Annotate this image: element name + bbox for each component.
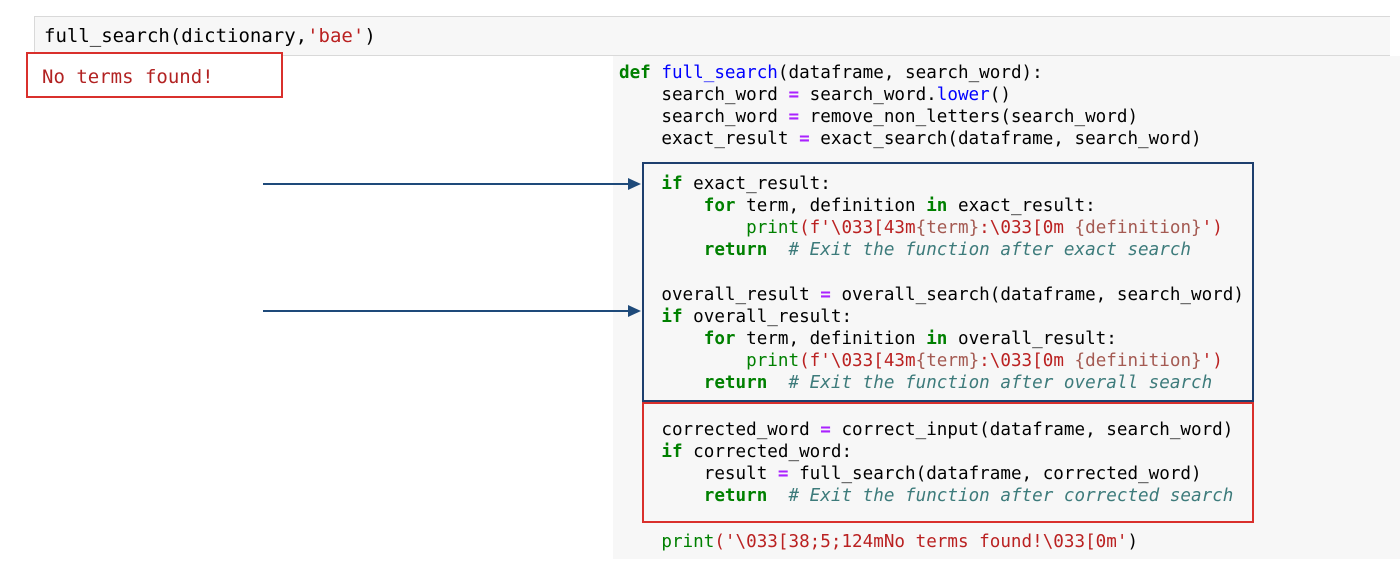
string: :\033[0m	[979, 218, 1075, 238]
code-line-return-overall: return # Exit the function after overall…	[619, 372, 1212, 394]
code-line-return-corrected: return # Exit the function after correct…	[619, 485, 1234, 507]
source-code-panel: def full_search(dataframe, search_word):…	[613, 56, 1400, 559]
fstring-sub: {definition}	[1074, 218, 1202, 238]
builtin-print: print	[661, 532, 715, 552]
code-text: term, definition	[735, 196, 927, 216]
output-text: No terms found!	[42, 66, 214, 88]
string: (f'\033[43m	[799, 351, 916, 371]
code-line-recursive-call: result = full_search(dataframe, correcte…	[619, 463, 1202, 485]
code-text: search_word.	[799, 85, 937, 105]
code-line-print-no-terms: print('\033[38;5;124mNo terms found!\033…	[619, 531, 1138, 553]
code-text: corrected_word:	[682, 442, 853, 462]
code-text: )	[1127, 532, 1139, 552]
code-line-overall-search: overall_result = overall_search(datafram…	[619, 284, 1244, 306]
string: (f'\033[43m	[799, 218, 916, 238]
code-text: full_search(dataframe, corrected_word)	[788, 464, 1202, 484]
code-text: overall_result:	[947, 329, 1117, 349]
operator: =	[788, 107, 800, 127]
operator: =	[820, 420, 831, 440]
string: ')	[1201, 351, 1223, 371]
code-text: result	[703, 464, 778, 484]
code-text: correct_input(dataframe, search_word)	[830, 420, 1234, 440]
code-line-if-exact: if exact_result:	[619, 173, 831, 195]
keyword-if: if	[661, 442, 683, 462]
code-line-print-exact: print(f'\033[43m{term}:\033[0m {definiti…	[619, 217, 1223, 239]
code-line-def: def full_search(dataframe, search_word):	[619, 62, 1043, 84]
code-line-for-exact: for term, definition in exact_result:	[619, 195, 1096, 217]
keyword-return: return	[703, 486, 768, 506]
keyword-return: return	[703, 373, 768, 393]
code-line-return-exact: return # Exit the function after exact s…	[619, 239, 1191, 261]
code-line-print-overall: print(f'\033[43m{term}:\033[0m {definiti…	[619, 350, 1223, 372]
code-text: exact_result:	[682, 174, 831, 194]
string: ')	[1201, 218, 1223, 238]
code-text: overall_result:	[682, 307, 853, 327]
string: :\033[0m	[979, 351, 1075, 371]
method-name: lower	[936, 85, 990, 105]
builtin-print: print	[746, 218, 800, 238]
code-text: exact_result:	[947, 196, 1096, 216]
code-text: overall_search(dataframe, search_word)	[830, 285, 1244, 305]
keyword-in: in	[926, 329, 948, 349]
keyword-if: if	[661, 307, 683, 327]
code-text: ()	[989, 85, 1011, 105]
code-text: exact_search(dataframe, search_word)	[809, 129, 1202, 149]
code-line-lower: search_word = search_word.lower()	[619, 84, 1011, 106]
fstring-sub: {definition}	[1074, 351, 1202, 371]
code-text: remove_non_letters(search_word)	[799, 107, 1139, 127]
input-code-string: 'bae'	[307, 25, 365, 47]
code-line-for-overall: for term, definition in overall_result:	[619, 328, 1117, 350]
keyword-for: for	[703, 329, 736, 349]
code-line-if-overall: if overall_result:	[619, 306, 852, 328]
code-text: overall_result	[661, 285, 821, 305]
keyword-return: return	[703, 240, 768, 260]
highlight-box-correction-branch	[642, 402, 1254, 523]
comment: # Exit the function after corrected sear…	[788, 486, 1234, 506]
string: ('\033[38;5;124mNo terms found!\033[0m'	[714, 532, 1128, 552]
comment: # Exit the function after overall search	[788, 373, 1213, 393]
highlight-box-search-branches	[642, 162, 1254, 402]
keyword-for: for	[703, 196, 736, 216]
code-line-remove-non-letters: search_word = remove_non_letters(search_…	[619, 106, 1138, 128]
operator: =	[777, 464, 789, 484]
code-text: exact_result	[661, 129, 800, 149]
input-code-close: )	[364, 25, 376, 47]
fstring-sub: {term}	[915, 218, 980, 238]
code-text: search_word	[661, 107, 789, 127]
builtin-print: print	[746, 351, 800, 371]
code-text: term, definition	[735, 329, 927, 349]
comment: # Exit the function after exact search	[788, 240, 1192, 260]
operator: =	[788, 85, 800, 105]
def-params: (dataframe, search_word):	[777, 63, 1043, 83]
code-line-if-corrected: if corrected_word:	[619, 441, 852, 463]
fstring-sub: {term}	[915, 351, 980, 371]
keyword-def: def	[619, 63, 651, 83]
code-text: search_word	[661, 85, 789, 105]
operator: =	[820, 285, 831, 305]
notebook-input-cell[interactable]: full_search(dictionary,'bae')	[34, 16, 1390, 56]
keyword-in: in	[926, 196, 948, 216]
code-line-correct-input: corrected_word = correct_input(dataframe…	[619, 419, 1233, 441]
keyword-if: if	[661, 174, 683, 194]
code-text: corrected_word	[661, 420, 821, 440]
code-line-exact-search: exact_result = exact_search(dataframe, s…	[619, 128, 1202, 150]
input-code[interactable]: full_search(dictionary,'bae')	[44, 24, 376, 48]
output-box: No terms found!	[26, 52, 283, 98]
operator: =	[799, 129, 810, 149]
function-name: full_search	[661, 63, 778, 83]
input-code-call: full_search(dictionary,	[44, 25, 308, 47]
